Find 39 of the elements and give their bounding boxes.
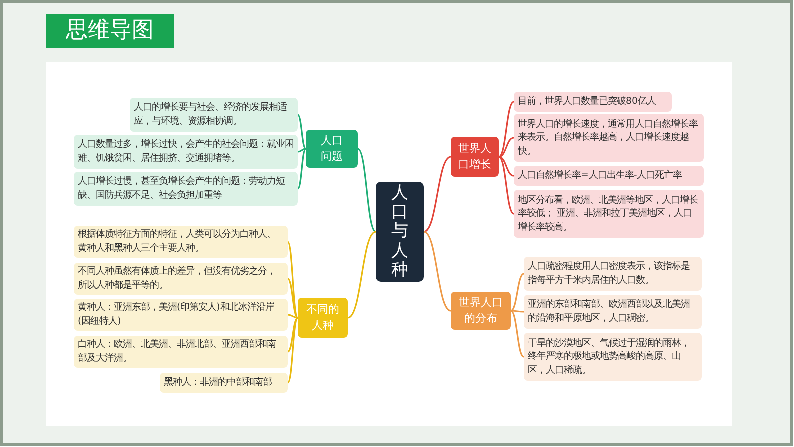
topic-box: 不同的人种 [298, 298, 348, 338]
connector [510, 310, 524, 358]
connector [297, 114, 307, 150]
connector [498, 156, 514, 177]
note-box: 地区分布看，欧洲、北美洲等地区，人口增长率较低； 亚洲、非洲和拉丁美洲地区，人口增长率较高。 [514, 190, 704, 238]
connector [498, 137, 514, 158]
note-box: 人口增长过慢，甚至负增长会产生的问题：劳动力短缺、国防兵源不足、社会负担加重等 [74, 172, 298, 206]
connector [287, 242, 299, 318]
connector [424, 231, 452, 312]
title-banner: 思维导图 [46, 14, 174, 48]
note-box: 人口的增长要与社会、经济的发展相适应，与环境、资源相协调。 [130, 98, 298, 132]
note-box: 黑种人：非洲的中部和南部 [160, 373, 288, 393]
note-box: 黄种人：亚洲东部，美洲(印第安人)和北冰洋沿岸(因纽特人) [74, 299, 288, 331]
connector [498, 101, 514, 158]
connector [288, 317, 298, 353]
connector [498, 156, 514, 215]
topic-box: 世界人口的分布 [451, 292, 511, 330]
note-box: 目前，世界人口数量已突破80亿人 [514, 92, 672, 112]
note-box: 根据体质特征方面的特征，人类可以分为白种人、黄种人和黑种人三个主要人种。 [74, 226, 288, 258]
connector [287, 317, 299, 384]
note-box: 世界人口的增长速度，通常用人口自然增长率来表示。自然增长率越高，人口增长速度越快。 [514, 114, 704, 162]
connector [348, 231, 376, 319]
note-box: 人口数量过多，增长过快，会产生的社会问题：就业困难、饥饿贫困、居住拥挤、交通拥堵等。 [74, 135, 298, 169]
note-box: 人口疏密程度用人口密度表示，该指标是指每平方千米内居住的人口数。 [524, 257, 702, 291]
connector [297, 148, 307, 190]
topic-box: 人口问题 [306, 130, 358, 168]
connector [510, 273, 524, 312]
connector [288, 314, 298, 319]
note-box: 人口自然增长率=人口出生率-人口死亡率 [514, 166, 704, 186]
note-box: 干旱的沙漠地区、气候过于湿润的雨林，终年严寒的极地或地势高峻的高原、山区，人口稀疏。 [524, 333, 702, 381]
note-box: 白种人：欧洲、北美洲、非洲北部、亚洲西部和南部及大洋洲。 [74, 336, 288, 368]
connector [288, 278, 298, 319]
connector [358, 148, 376, 233]
connector [424, 156, 452, 233]
note-box: 亚洲的东部和南部、欧洲西部以及北美洲的沿海和平原地区，人口稠密。 [524, 295, 702, 329]
central-box: 人口与人种 [376, 182, 424, 282]
connector [510, 310, 524, 313]
note-box: 不同人种虽然有体质上的差异，但没有优劣之分，所以人种都是平等的。 [74, 263, 288, 295]
topic-box: 世界人口增长 [451, 137, 499, 177]
